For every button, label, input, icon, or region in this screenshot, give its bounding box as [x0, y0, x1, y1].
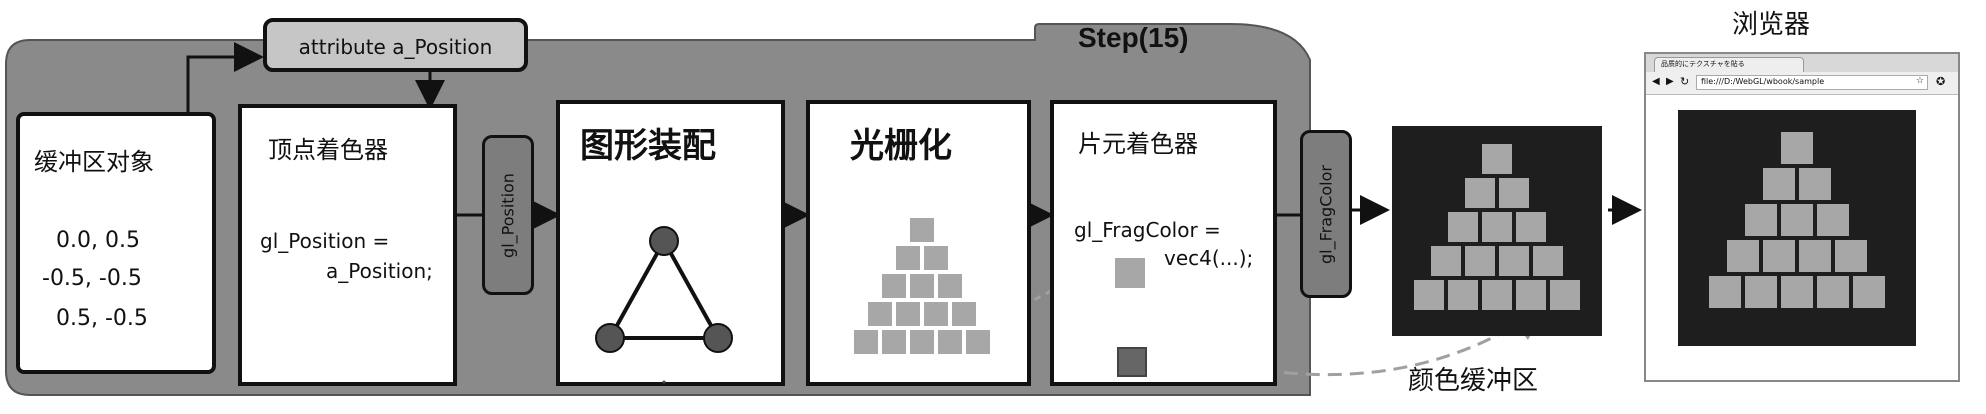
- fragment-square: [1745, 204, 1777, 236]
- wrench-icon[interactable]: ✪: [1936, 75, 1946, 88]
- fragment-square: [1709, 276, 1741, 308]
- fragment-square: [1853, 276, 1885, 308]
- gl-position-pill: gl_Position: [482, 135, 534, 295]
- fragment-square: [910, 218, 934, 242]
- fragment-square: [1781, 276, 1813, 308]
- browser-tab[interactable]: 品质的にテクスチャを貼る: [1654, 57, 1804, 72]
- bookmark-star-icon[interactable]: ☆: [1915, 76, 1924, 86]
- fragment-square: [1448, 212, 1478, 242]
- fragment-square: [1516, 280, 1546, 310]
- fragment-square: [910, 274, 934, 298]
- fragment-shader-title: 片元着色器: [1078, 130, 1198, 158]
- color-buffer: [1392, 126, 1602, 336]
- fragment-square: [938, 274, 962, 298]
- vertex-shader-code-line2: a_Position;: [326, 259, 433, 283]
- fragment-square: [924, 246, 948, 270]
- fragment-square: [1482, 144, 1512, 174]
- fragment-square: [1533, 246, 1563, 276]
- forward-icon[interactable]: ▶: [1666, 76, 1674, 87]
- vertex-shader-panel: 顶点着色器 gl_Position = a_Position;: [238, 104, 457, 386]
- fragment-output-square: [1117, 347, 1147, 377]
- primitive-assembly-panel: 图形装配: [556, 100, 785, 386]
- fragment-square: [1550, 280, 1580, 310]
- fragment-square: [854, 330, 878, 354]
- fragment-square: [868, 302, 892, 326]
- color-buffer-label: 颜色缓冲区: [1408, 366, 1539, 396]
- buffer-value-0: 0.0, 0.5: [56, 228, 140, 253]
- gl-position-label: gl_Position: [498, 173, 518, 258]
- browser-canvas-pyramid: [1678, 110, 1916, 346]
- address-bar[interactable]: file:///D:/WebGL/wbook/sample ☆: [1696, 75, 1928, 90]
- fragment-input-square: [1115, 258, 1145, 288]
- fragment-square: [1448, 280, 1478, 310]
- vertex-shader-title: 顶点着色器: [268, 136, 388, 164]
- vertex-shader-code-line1: gl_Position =: [260, 229, 390, 253]
- fragment-square: [1799, 168, 1831, 200]
- fragment-square: [896, 246, 920, 270]
- fragment-square: [1499, 178, 1529, 208]
- browser-window: 品质的にテクスチャを貼る ◀ ▶ ↻ file:///D:/WebGL/wboo…: [1644, 52, 1960, 382]
- attribute-label-box: attribute a_Position: [263, 18, 528, 72]
- fragment-square: [1781, 204, 1813, 236]
- fragment-square: [1763, 168, 1795, 200]
- gl-fragcolor-label: gl_FragColor: [1316, 165, 1336, 264]
- fragment-square: [1431, 246, 1461, 276]
- fragment-square: [938, 330, 962, 354]
- rasterization-panel: 光栅化: [806, 100, 1031, 386]
- browser-canvas: [1678, 110, 1916, 346]
- fragment-square: [896, 302, 920, 326]
- fragment-shader-panel: 片元着色器 gl_FragColor = vec4(...);: [1050, 100, 1277, 386]
- fragment-square: [1781, 132, 1813, 164]
- fragment-square: [1482, 280, 1512, 310]
- attribute-label: attribute a_Position: [298, 35, 493, 59]
- step-label: Step(15): [1078, 22, 1189, 53]
- fragment-square: [1817, 276, 1849, 308]
- fragment-square: [966, 330, 990, 354]
- fragment-shader-code-line2: vec4(...);: [1164, 246, 1254, 270]
- fragment-square: [882, 330, 906, 354]
- fragment-square: [910, 330, 934, 354]
- fragment-square: [952, 302, 976, 326]
- fragment-square: [924, 302, 948, 326]
- buffer-object-title: 缓冲区对象: [34, 148, 154, 176]
- browser-toolbar: ◀ ▶ ↻ file:///D:/WebGL/wbook/sample ☆ ✪: [1646, 72, 1958, 95]
- fragment-square: [882, 274, 906, 298]
- browser-tab-strip: 品质的にテクスチャを貼る: [1646, 54, 1958, 72]
- fragment-square: [1465, 246, 1495, 276]
- fragment-square: [1817, 204, 1849, 236]
- fragment-square: [1499, 246, 1529, 276]
- rasterization-title: 光栅化: [850, 126, 952, 166]
- color-buffer-pyramid: [1392, 126, 1602, 336]
- fragment-square: [1799, 240, 1831, 272]
- fragment-square: [1745, 276, 1777, 308]
- fragment-square: [1835, 240, 1867, 272]
- buffer-value-1: -0.5, -0.5: [42, 266, 142, 291]
- reload-icon[interactable]: ↻: [1680, 75, 1690, 88]
- back-icon[interactable]: ◀: [1652, 76, 1660, 87]
- fragment-square: [1727, 240, 1759, 272]
- fragment-square: [1414, 280, 1444, 310]
- raster-fragment-pyramid: [810, 104, 1035, 390]
- address-bar-url: file:///D:/WebGL/wbook/sample: [1701, 77, 1825, 86]
- buffer-value-2: 0.5, -0.5: [56, 306, 148, 331]
- fragment-square: [1516, 212, 1546, 242]
- buffer-to-attribute-arrow: [186, 42, 264, 112]
- primitive-assembly-title: 图形装配: [580, 126, 716, 166]
- triangle-figure: [595, 226, 733, 384]
- fragment-square: [1763, 240, 1795, 272]
- browser-label: 浏览器: [1732, 10, 1811, 40]
- gl-fragcolor-pill: gl_FragColor: [1300, 130, 1352, 298]
- vertex-point-right: [703, 323, 733, 353]
- vertex-point-left: [595, 323, 625, 353]
- buffer-object-box: 缓冲区对象 0.0, 0.5 -0.5, -0.5 0.5, -0.5: [16, 112, 216, 374]
- browser-tab-title: 品质的にテクスチャを貼る: [1661, 60, 1745, 68]
- fragment-shader-code-line1: gl_FragColor =: [1074, 218, 1221, 242]
- vertex-point-top: [649, 226, 679, 256]
- fragment-square: [1482, 212, 1512, 242]
- fragment-square: [1465, 178, 1495, 208]
